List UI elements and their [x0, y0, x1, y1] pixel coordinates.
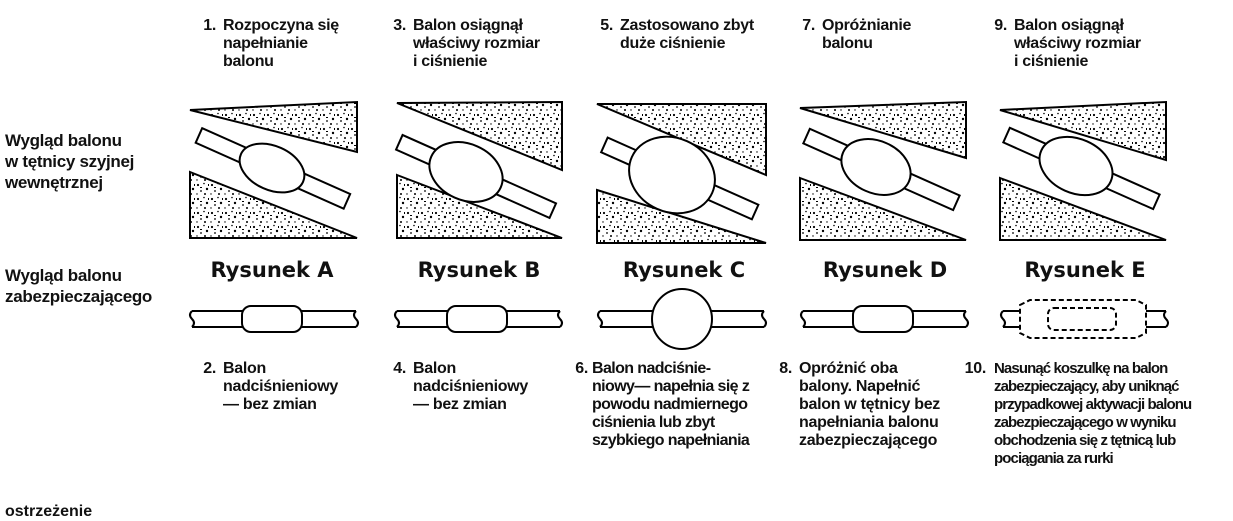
step-text-line: zabezpieczającego w wyniku [994, 414, 1191, 432]
step-4-caption: 4. Balon nadciśnieniowy — bez zmian [386, 360, 566, 440]
step-number: 10. [958, 360, 986, 378]
step-text-line: zabezpieczającego [799, 432, 940, 450]
figure-label-d: Rysunek D [785, 258, 985, 282]
step-text-line: Balon [223, 360, 338, 378]
step-text-line: obchodzenia się z tętnicą lub [994, 432, 1191, 450]
figure-label-b: Rysunek B [379, 258, 579, 282]
step-text-line: Balon [413, 360, 528, 378]
safety-balloon-e [1001, 300, 1168, 338]
step-10-caption: 10. Nasunąć koszulkę na balon zabezpiecz… [958, 360, 1233, 490]
step-text-line: nadciśnieniowy [223, 378, 338, 396]
figure-label-c: Rysunek C [584, 258, 784, 282]
step-text-line: szybkiego napełniania [592, 432, 749, 450]
step-text-line: Nasunąć koszulkę na balon [994, 360, 1191, 378]
step-text-line: napełniania balonu [799, 414, 940, 432]
step-text-line: ciśnienia lub zbyt [592, 414, 749, 432]
step-text-line: niowy— napełnia się z [592, 378, 749, 396]
step-8-caption: 8. Opróżnić oba balony. Napełnić balon w… [772, 360, 967, 470]
safety-balloon-a [190, 306, 358, 332]
step-text-line: — bez zmian [223, 396, 338, 414]
internal-balloon-figure-e [996, 102, 1168, 240]
step-number: 8. [772, 360, 792, 378]
figure-label-a: Rysunek A [172, 258, 372, 282]
step-number: 4. [386, 360, 406, 378]
step-text-line: pociągania za rurki [994, 450, 1191, 468]
safety-balloon-c [598, 289, 766, 349]
step-text-line: — bez zmian [413, 396, 528, 414]
step-number: 2. [196, 360, 216, 378]
step-text-line: Balon nadciśnie- [592, 360, 749, 378]
step-6-caption: 6. Balon nadciśnie- niowy— napełnia się … [568, 360, 773, 470]
step-2-caption: 2. Balon nadciśnieniowy — bez zmian [196, 360, 376, 440]
step-text-line: Opróżnić oba [799, 360, 940, 378]
figure-label-e: Rysunek E [985, 258, 1185, 282]
safety-balloon-b [395, 306, 562, 332]
internal-balloon-figure-a [190, 102, 357, 238]
step-text-line: przypadkowej aktywacji balonu [994, 396, 1191, 414]
step-text-line: nadciśnieniowy [413, 378, 528, 396]
step-text-line: zabezpieczający, aby uniknąć [994, 378, 1191, 396]
partial-caption: ostrzeżenie [5, 503, 92, 521]
step-number: 6. [568, 360, 588, 378]
internal-balloon-figure-d [796, 102, 967, 240]
safety-balloon-d [801, 306, 968, 332]
internal-balloon-figure-c [589, 104, 770, 246]
step-text-line: balony. Napełnić [799, 378, 940, 396]
internal-balloon-figure-b [388, 102, 564, 238]
step-text-line: balon w tętnicy bez [799, 396, 940, 414]
step-text-line: powodu nadmiernego [592, 396, 749, 414]
